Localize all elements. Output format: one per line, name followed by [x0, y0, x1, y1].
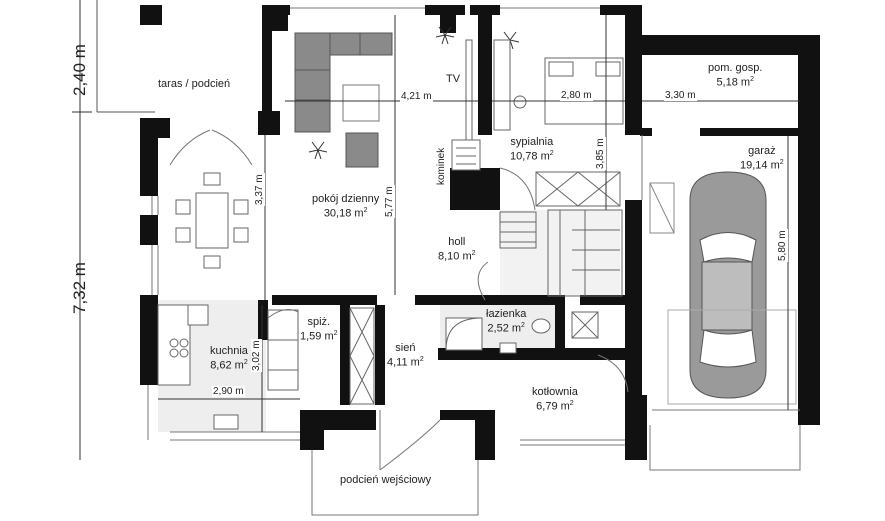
- entrance-wardrobe: [349, 307, 375, 405]
- room-kuchnia: kuchnia 8,62 m2: [210, 345, 248, 372]
- room-lazienka: łazienka 2,52 m2: [486, 308, 526, 335]
- dim-3-02: 3,02 m: [251, 339, 262, 372]
- room-pom-gosp: pom. gosp. 5,18 m2: [708, 62, 762, 89]
- room-pokoj-name: pokój dzienny: [312, 193, 380, 205]
- outer-dimension-middle: 7,32 m: [70, 262, 89, 314]
- room-lazienka-area: 2,52 m2: [487, 322, 525, 335]
- windows: [147, 7, 800, 446]
- terrace-doors: [169, 129, 253, 166]
- room-holl: holl 8,10 m2: [438, 236, 476, 263]
- room-kotlownia-name: kotłownia: [532, 386, 578, 398]
- dim-3-37: 3,37 m: [254, 173, 265, 206]
- sofa: [294, 32, 393, 168]
- doors: [267, 167, 629, 393]
- room-holl-name: holl: [448, 236, 466, 248]
- room-garaz-area: 19,14 m2: [740, 159, 784, 172]
- room-kotlownia: kotłownia 6,79 m2: [532, 386, 578, 413]
- room-kuchnia-name: kuchnia: [210, 345, 248, 357]
- room-pokoj-dzienny: pokój dzienny 30,18 m2: [312, 193, 379, 220]
- terrace-outline: [96, 0, 155, 113]
- room-pom-gosp-name: pom. gosp.: [708, 62, 763, 74]
- room-holl-area: 8,10 m2: [438, 250, 476, 263]
- dim-2-80: 2,80 m: [560, 90, 593, 101]
- dimension-lines: [158, 15, 800, 432]
- room-podcien-name: podcień wejściowy: [340, 474, 432, 486]
- bathroom-fixtures: [445, 311, 599, 354]
- room-garaz-name: garaż: [748, 145, 776, 157]
- room-spiz-area: 1,59 m2: [300, 330, 338, 343]
- room-spiz: spiż. 1,59 m2: [300, 316, 338, 343]
- stairs: [499, 209, 623, 297]
- room-kuchnia-area: 8,62 m2: [210, 359, 248, 372]
- outer-dimension-top: 2,40 m: [70, 44, 89, 96]
- room-pokoj-area: 30,18 m2: [323, 207, 368, 220]
- room-sien-name: sień: [395, 342, 416, 354]
- tv-label: TV: [446, 73, 461, 85]
- bedroom-furniture: [493, 39, 624, 207]
- room-taras-name: taras / podcień: [158, 78, 231, 90]
- tv-fireplace: [451, 39, 481, 171]
- kitchen-furniture: [157, 304, 299, 430]
- room-sien-area: 4,11 m2: [387, 356, 424, 369]
- outer-dimension-lines: [72, 0, 92, 460]
- room-pom-gosp-area: 5,18 m2: [716, 76, 754, 89]
- kominek-label: kominek: [436, 147, 447, 185]
- room-kotlownia-area: 6,79 m2: [536, 400, 574, 413]
- car: [649, 171, 797, 405]
- room-sypialnia-area: 10,78 m2: [510, 150, 554, 163]
- dim-5-80: 5,80 m: [777, 229, 788, 262]
- dining-set: [175, 172, 249, 269]
- dim-4-21: 4,21 m: [400, 91, 433, 102]
- room-sypialnia-name: sypialnia: [510, 136, 554, 148]
- dim-3-85: 3,85 m: [595, 137, 606, 170]
- room-spiz-name: spiż.: [307, 316, 331, 328]
- entrance-porch: [311, 410, 801, 516]
- room-lazienka-name: łazienka: [486, 308, 527, 320]
- dim-5-77: 5,77 m: [384, 185, 395, 218]
- plants: [308, 26, 520, 160]
- dim-3-30: 3,30 m: [664, 90, 697, 101]
- room-sien: sień 4,11 m2: [387, 342, 424, 369]
- room-sypialnia: sypialnia 10,78 m2: [510, 136, 554, 163]
- walls: [140, 5, 820, 460]
- room-garaz: garaż 19,14 m2: [740, 145, 784, 172]
- dim-2-90: 2,90 m: [212, 386, 245, 397]
